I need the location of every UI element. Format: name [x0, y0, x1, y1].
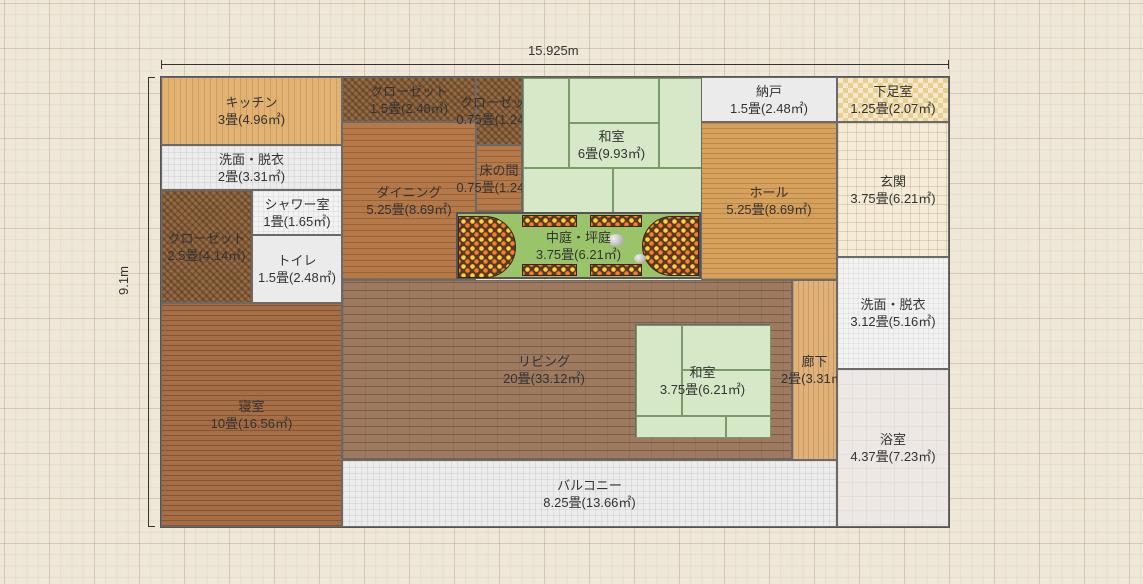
room-bathroom-name: 浴室: [879, 432, 906, 447]
room-washroom-left-name: 洗面・脱衣: [218, 151, 284, 167]
flowerbed-bottom-center: [522, 264, 577, 276]
room-courtyard[interactable]: 中庭・坪庭 3.75畳(6.21㎡): [456, 212, 701, 279]
room-hall-name: ホール: [749, 185, 789, 200]
room-hall-area: 5.25畳(8.69㎡): [726, 202, 812, 217]
room-closet-small[interactable]: クローゼット 0.75畳(1.24㎡): [456, 77, 542, 145]
floor-plan: キッチン 3畳(4.96㎡) 洗面・脱衣 2畳(3.31㎡) クローゼット 2.…: [160, 76, 950, 528]
room-genkan[interactable]: 玄関 3.75畳(6.21㎡): [837, 122, 949, 257]
room-bathroom-area: 4.37畳(7.23㎡): [850, 449, 936, 464]
room-bedroom-area: 10畳(16.56㎡): [210, 416, 293, 431]
room-washitsu-top[interactable]: 和室 6畳(9.93㎡): [522, 77, 702, 213]
garden-stone: [608, 234, 624, 246]
room-living-name: リビング: [517, 354, 570, 369]
room-nando-name: 納戸: [755, 83, 782, 99]
room-courtyard-label: 中庭・坪庭 3.75畳(6.21㎡): [536, 229, 621, 263]
tatami-mat: [523, 168, 613, 213]
room-shoe-room-area: 1.25畳(2.07㎡): [850, 100, 936, 116]
room-closet-top-name: クローゼット: [369, 83, 448, 99]
width-dimension-label: 15.925m: [528, 43, 579, 58]
tatami-mat: [682, 370, 771, 416]
room-bathroom[interactable]: 浴室 4.37畳(7.23㎡): [837, 369, 949, 527]
room-shower-name: シャワー室: [264, 196, 330, 212]
room-courtyard-name: 中庭・坪庭: [545, 229, 611, 245]
room-closet-small-name: クローゼット: [460, 95, 539, 110]
room-washitsu-living-name: 和室: [689, 364, 716, 380]
tatami-mat: [523, 78, 569, 168]
flowerbed-top-center: [522, 215, 577, 227]
room-washroom-right[interactable]: 洗面・脱衣 3.12畳(5.16㎡): [837, 257, 949, 369]
room-dining-area: 5.25畳(8.69㎡): [366, 202, 452, 217]
room-bedroom[interactable]: 寝室 10畳(16.56㎡): [161, 303, 342, 527]
room-washroom-left[interactable]: 洗面・脱衣 2畳(3.31㎡): [161, 145, 342, 190]
room-kitchen-area: 3畳(4.96㎡): [217, 112, 286, 127]
width-dimension-tick-left: [161, 60, 162, 69]
flowerbed-bottom-right: [590, 264, 642, 276]
room-dining[interactable]: ダイニング 5.25畳(8.69㎡): [342, 122, 476, 280]
room-shoe-room[interactable]: 下足室 1.25畳(2.07㎡): [837, 77, 949, 122]
room-washroom-left-area: 2畳(3.31㎡): [217, 168, 286, 184]
width-dimension-tick-right: [948, 60, 949, 69]
room-tokonoma-name: 床の間: [479, 162, 519, 178]
room-hall[interactable]: ホール 5.25畳(8.69㎡): [701, 122, 837, 280]
flowerbed-top-right: [590, 215, 642, 227]
room-kitchen[interactable]: キッチン 3畳(4.96㎡): [161, 77, 342, 145]
room-dining-name: ダイニング: [376, 185, 442, 200]
tatami-mat: [636, 416, 726, 438]
room-shoe-room-name: 下足室: [873, 83, 913, 99]
room-toilet[interactable]: トイレ 1.5畳(2.48㎡): [252, 235, 342, 303]
room-corridor[interactable]: 廊下 2畳(3.31㎡): [781, 280, 848, 460]
room-corridor-name: 廊下: [801, 354, 828, 369]
tatami-mat: [569, 123, 659, 168]
room-closet-left-area: 2.5畳(4.14㎡): [167, 247, 246, 263]
room-closet-top[interactable]: クローゼット 1.5畳(2.48㎡): [342, 77, 476, 122]
room-washroom-right-area: 3.12畳(5.16㎡): [850, 314, 936, 329]
room-toilet-area: 1.5畳(2.48㎡): [257, 270, 337, 285]
room-washitsu-top-area: 6畳(9.93㎡): [577, 145, 646, 161]
flowerbed-left: [458, 216, 516, 278]
room-closet-left[interactable]: クローゼット 2.5畳(4.14㎡): [161, 190, 252, 303]
room-closet-top-area: 1.5畳(2.48㎡): [369, 100, 449, 116]
height-dimension-label: 9.1m: [116, 266, 131, 295]
tatami-mat: [569, 78, 659, 123]
height-dimension-line: [148, 77, 149, 527]
tatami-mat: [613, 168, 702, 213]
room-washroom-right-name: 洗面・脱衣: [860, 297, 926, 312]
room-living-area: 20畳(33.12㎡): [503, 371, 585, 386]
room-living-label: リビング 20畳(33.12㎡): [503, 353, 585, 387]
height-dimension-tick-bottom: [148, 526, 155, 527]
tatami-mat: [659, 78, 702, 168]
room-kitchen-name: キッチン: [225, 95, 278, 110]
room-tokonoma-area: 0.75畳(1.24㎡): [456, 179, 542, 195]
room-bedroom-name: 寝室: [238, 399, 265, 414]
room-genkan-name: 玄関: [879, 173, 906, 189]
garden-stone: [634, 254, 646, 263]
room-tokonoma[interactable]: 床の間 0.75畳(1.24㎡): [456, 145, 542, 212]
room-balcony[interactable]: バルコニー 8.25畳(13.66㎡): [342, 460, 837, 527]
height-dimension-tick-top: [148, 77, 155, 78]
room-washitsu-top-label: 和室 6畳(9.93㎡): [578, 128, 645, 162]
room-balcony-name: バルコニー: [557, 477, 622, 493]
room-washitsu-living[interactable]: 和室 3.75畳(6.21㎡): [635, 324, 771, 438]
room-balcony-area: 8.25畳(13.66㎡): [543, 494, 636, 510]
room-corridor-area: 2畳(3.31㎡): [780, 371, 849, 386]
room-closet-left-name: クローゼット: [167, 230, 246, 246]
room-shower-area: 1畳(1.65㎡): [263, 213, 331, 229]
room-washitsu-living-label: 和室 3.75畳(6.21㎡): [660, 364, 745, 398]
tatami-mat: [682, 325, 771, 370]
room-washitsu-living-area: 3.75畳(6.21㎡): [659, 381, 746, 397]
tatami-mat: [726, 416, 771, 438]
room-shower[interactable]: シャワー室 1畳(1.65㎡): [252, 190, 342, 235]
tatami-mat: [636, 325, 682, 416]
room-toilet-name: トイレ: [277, 253, 317, 268]
room-washitsu-top-name: 和室: [598, 128, 625, 144]
room-nando-area: 1.5畳(2.48㎡): [729, 100, 809, 116]
room-nando[interactable]: 納戸 1.5畳(2.48㎡): [701, 77, 837, 122]
room-genkan-area: 3.75畳(6.21㎡): [850, 190, 936, 206]
room-courtyard-area: 3.75畳(6.21㎡): [535, 246, 622, 262]
width-dimension-line: [161, 64, 949, 65]
flowerbed-right: [642, 216, 699, 276]
room-closet-small-area: 0.75畳(1.24㎡): [456, 112, 542, 127]
